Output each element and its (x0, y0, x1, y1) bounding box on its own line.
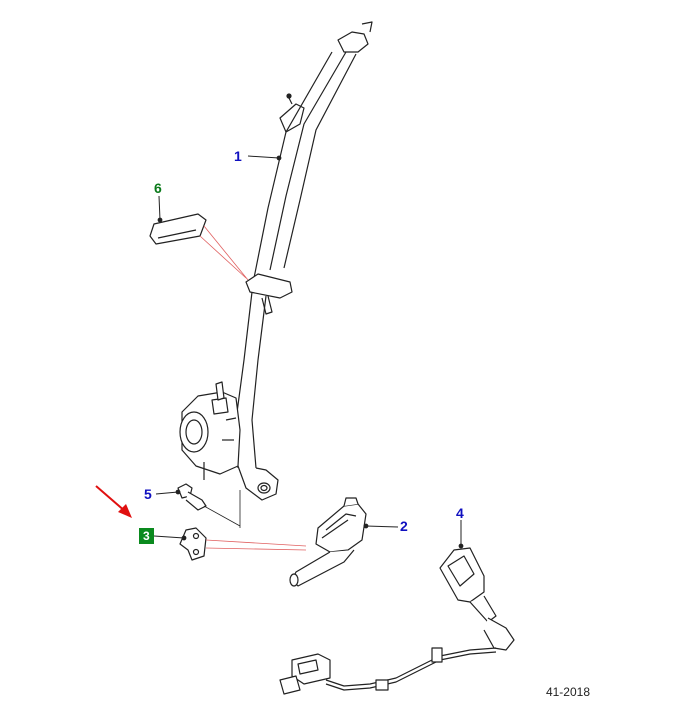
wiring-harness (279, 647, 497, 695)
highlight-pointer-arrow (95, 485, 132, 518)
callout-1: 1 (234, 148, 242, 164)
bracket-part (153, 527, 207, 561)
callout-2: 2 (400, 518, 408, 534)
figure-id: 41-2018 (545, 685, 590, 699)
seat-belt-retractor (179, 381, 241, 480)
buckle-anchor-part (289, 497, 399, 587)
seat-belt-buckle-part (439, 520, 515, 651)
seat-belt-webbing (235, 21, 373, 501)
callout-6: 6 (154, 180, 162, 196)
trim-cover-part (149, 195, 207, 245)
callout-4: 4 (456, 505, 464, 521)
bolt-part (155, 483, 241, 528)
callout-3: 3 (139, 528, 154, 544)
red-guide-lines-3 (205, 539, 307, 551)
red-guide-lines-6 (199, 225, 249, 281)
callout-5: 5 (144, 486, 152, 502)
